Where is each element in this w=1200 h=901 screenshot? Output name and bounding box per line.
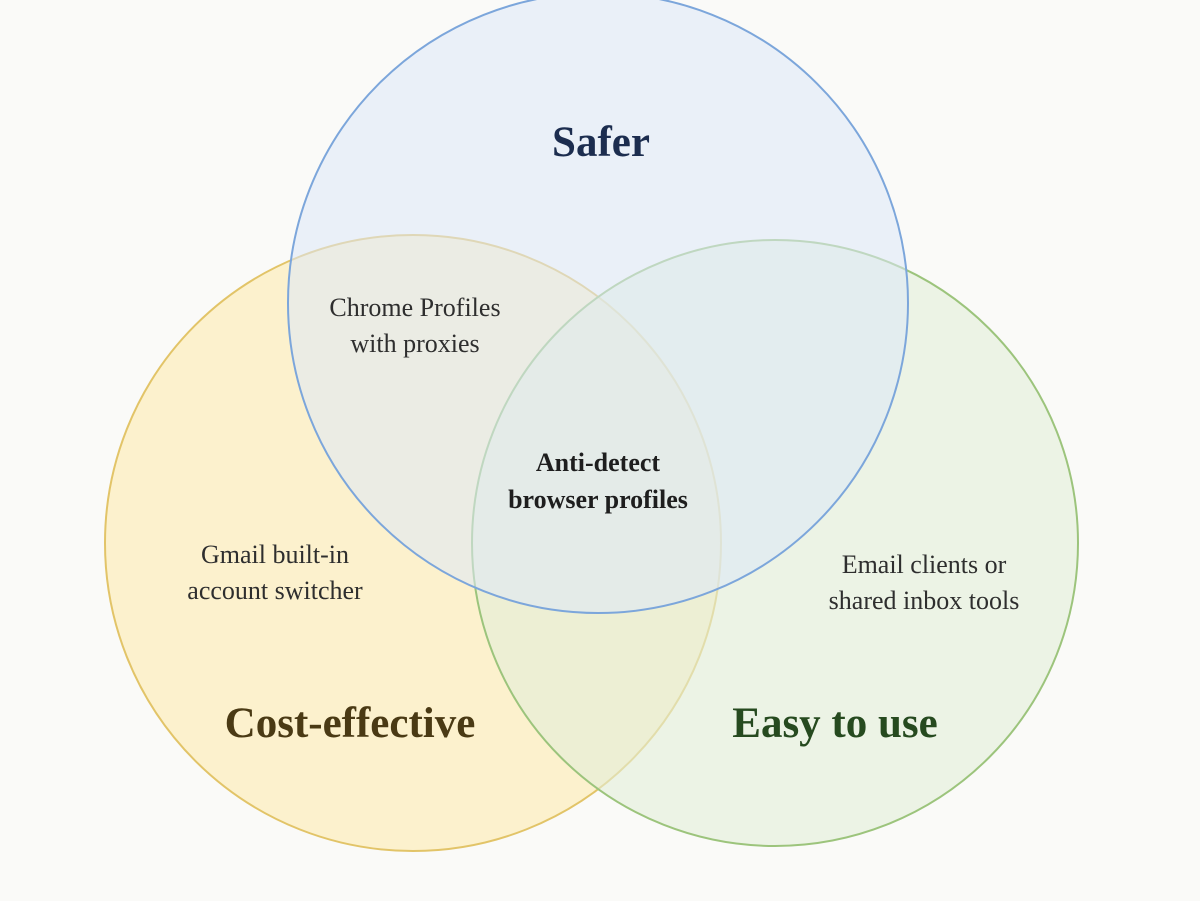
region-label-safer-cost: Chrome Profiles with proxies — [329, 293, 500, 358]
region-label-line: Email clients or — [842, 550, 1007, 579]
region-label-line: shared inbox tools — [829, 586, 1020, 615]
set-title-safer: Safer — [552, 119, 650, 166]
region-label-easy-only: Email clients or shared inbox tools — [829, 550, 1020, 615]
region-label-line: account switcher — [187, 576, 363, 605]
region-label-line: Chrome Profiles — [329, 293, 500, 322]
region-label-line: with proxies — [350, 329, 479, 358]
region-label-cost-only: Gmail built-in account switcher — [187, 540, 363, 605]
region-label-line: Gmail built-in — [201, 540, 349, 569]
set-title-cost-effective: Cost-effective — [225, 700, 476, 747]
center-label-line: Anti-detect — [536, 448, 661, 477]
center-label-line: browser profiles — [508, 485, 688, 514]
circle-safer — [287, 0, 909, 614]
venn-circles — [104, 0, 1079, 852]
region-label-center: Anti-detect browser profiles — [508, 448, 688, 514]
set-title-easy-to-use: Easy to use — [732, 700, 937, 747]
